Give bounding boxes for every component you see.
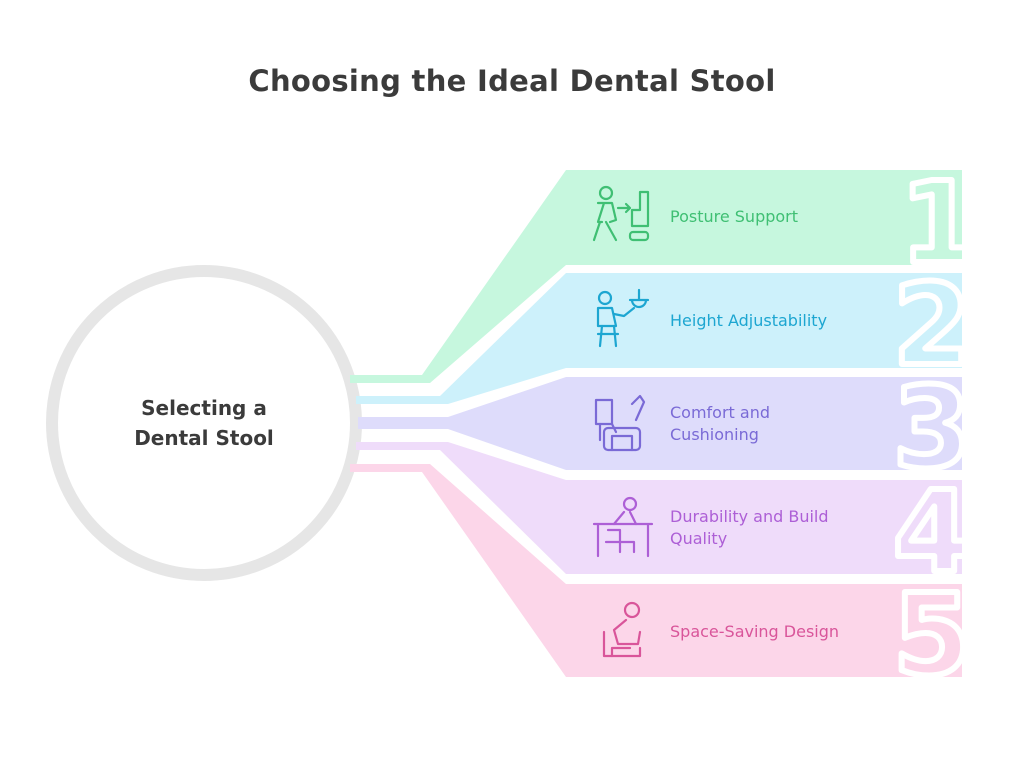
space-saving-icon [602,601,642,658]
posture-icon [592,185,650,242]
item-label-4: Durability and Build Quality [670,506,880,550]
item-label-2-line1: Height Adjustability [670,311,828,330]
hub-label-line1: Selecting a [141,396,267,420]
item-label-5: Space-Saving Design [670,621,880,643]
item-label-2: Height Adjustability [670,310,880,332]
number-5: 5 [893,571,971,701]
band-4: 4 [356,442,974,601]
number-3: 3 [893,364,971,494]
hub-label: Selecting a Dental Stool [90,393,318,453]
durability-icon [592,496,654,558]
item-label-3: Comfort and Cushioning [670,402,880,446]
number-4: 4 [893,468,971,598]
page-title: Choosing the Ideal Dental Stool [248,64,776,98]
band-2: 2 [356,258,974,404]
item-label-3-line1: Comfort and [670,403,771,422]
band-5: 5 [350,464,974,704]
item-label-5-line1: Space-Saving Design [670,622,840,641]
band-3: 3 [358,361,974,497]
number-2: 2 [893,261,971,391]
item-label-1-line1: Posture Support [670,207,799,226]
item-label-4-line2: Quality [670,529,728,548]
comfort-chair-icon [594,394,646,452]
item-label-1: Posture Support [670,206,880,228]
number-1: 1 [900,159,978,289]
hub-label-line2: Dental Stool [134,426,274,450]
item-label-4-line1: Durability and Build [670,507,829,526]
band-1: 1 [350,156,981,383]
height-adjust-icon [596,288,650,348]
item-label-3-line2: Cushioning [670,425,759,444]
hub-circle [46,265,362,581]
